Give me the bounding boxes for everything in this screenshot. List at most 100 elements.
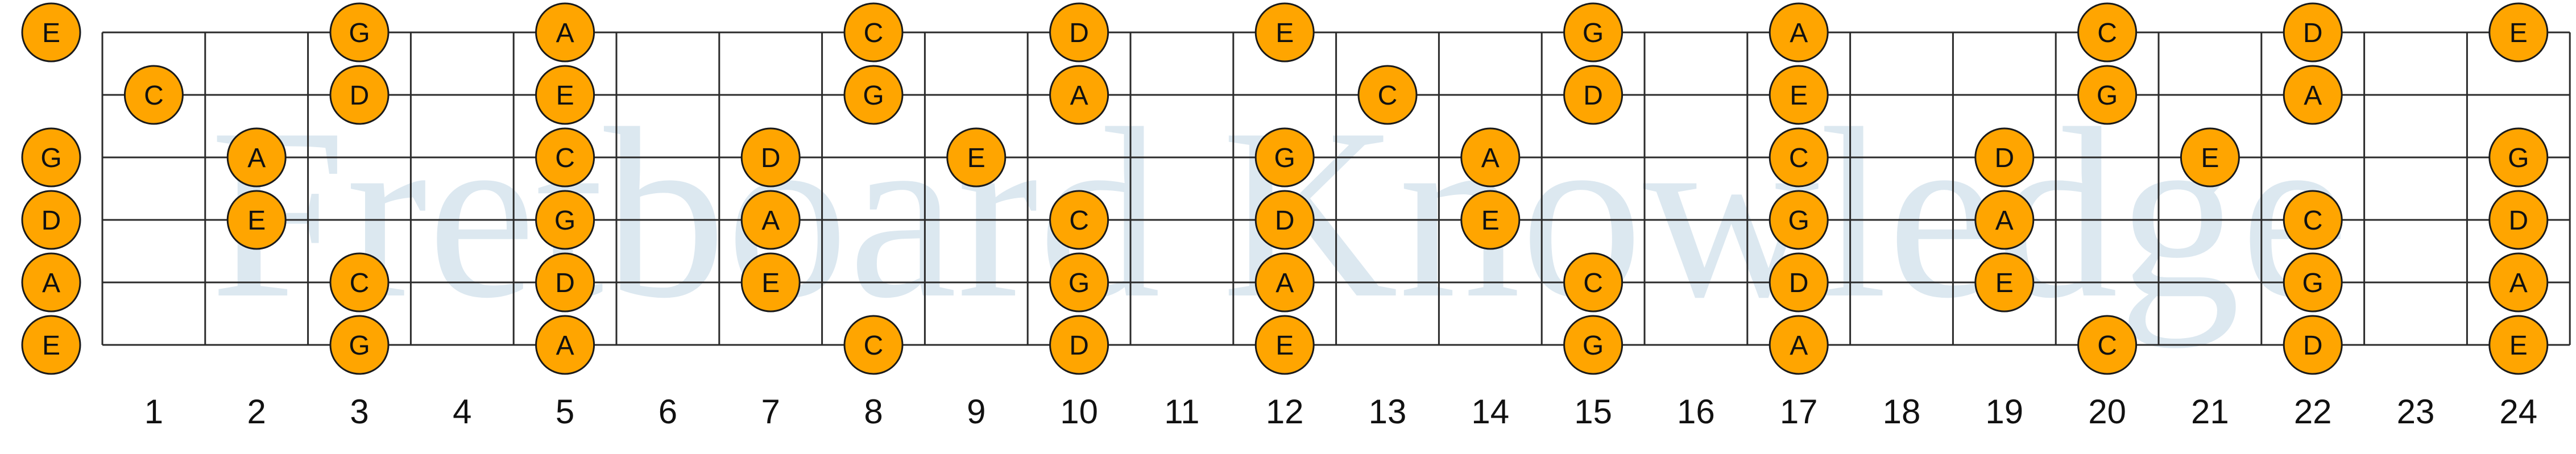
note-label: C <box>2097 18 2117 48</box>
note-label: D <box>1789 268 1809 298</box>
fret-number-label: 15 <box>1574 393 1612 431</box>
note-circle <box>2077 2 2138 63</box>
note-label: A <box>1481 143 1500 173</box>
note-marker: D <box>2488 190 2549 250</box>
note-label: G <box>349 331 370 361</box>
note-label: A <box>556 331 574 361</box>
note-marker: G <box>2488 127 2549 188</box>
note-circle <box>1769 315 1829 375</box>
fretboard-grid <box>101 31 2571 346</box>
note-circle <box>1049 252 1109 313</box>
note-marker: G <box>21 127 81 188</box>
note-label: C <box>1583 268 1603 298</box>
note-circle <box>329 65 390 125</box>
note-label: D <box>1583 81 1603 111</box>
note-label: D <box>2508 206 2528 236</box>
note-marker: A <box>1769 2 1829 63</box>
note-marker: G <box>2077 65 2138 125</box>
fret-number-label: 3 <box>350 393 368 431</box>
note-circle <box>329 2 390 63</box>
note-label: C <box>864 18 884 48</box>
note-circle <box>2488 252 2549 313</box>
note-label: A <box>42 268 60 298</box>
note-circle <box>740 190 801 250</box>
note-marker: C <box>1769 127 1829 188</box>
fret-number-label: 8 <box>864 393 883 431</box>
note-marker: G <box>535 190 595 250</box>
note-label: D <box>1275 206 1295 236</box>
note-label: G <box>1274 143 1295 173</box>
note-marker: A <box>1254 252 1315 313</box>
note-marker: C <box>2077 2 2138 63</box>
note-circle <box>535 65 595 125</box>
note-circle <box>2488 127 2549 188</box>
note-circle <box>843 2 904 63</box>
note-circle <box>535 252 595 313</box>
note-marker: G <box>1563 2 1624 63</box>
note-label: E <box>1995 268 2014 298</box>
note-circle <box>1974 252 2035 313</box>
note-label: C <box>144 81 164 111</box>
note-marker: G <box>1254 127 1315 188</box>
note-label: G <box>2302 268 2324 298</box>
note-marker: E <box>21 2 81 63</box>
note-circle <box>21 315 81 375</box>
note-circle <box>1769 65 1829 125</box>
note-circle <box>2180 127 2240 188</box>
note-marker: E <box>1974 252 2035 313</box>
note-circle <box>1460 190 1521 250</box>
note-label: G <box>1068 268 1090 298</box>
note-marker: G <box>329 2 390 63</box>
note-circle <box>1254 252 1315 313</box>
note-marker: C <box>843 2 904 63</box>
note-marker: C <box>329 252 390 313</box>
fret-number-label: 6 <box>659 393 677 431</box>
fret-number-label: 13 <box>1369 393 1407 431</box>
note-circle <box>740 127 801 188</box>
note-circle <box>1460 127 1521 188</box>
note-circle <box>2283 2 2343 63</box>
fret-number-label: 21 <box>2191 393 2229 431</box>
note-marker: C <box>1049 190 1109 250</box>
note-label: D <box>761 143 781 173</box>
note-circle <box>2283 190 2343 250</box>
fret-number-label: 1 <box>144 393 163 431</box>
fret-number-label: 20 <box>2088 393 2126 431</box>
fret-number-label: 24 <box>2499 393 2537 431</box>
note-label: G <box>40 143 61 173</box>
note-circle <box>1974 127 2035 188</box>
note-label: G <box>1583 331 1604 361</box>
note-circle <box>226 190 287 250</box>
note-label: G <box>554 206 575 236</box>
fret-number-label: 4 <box>453 393 471 431</box>
note-label: E <box>1790 81 1808 111</box>
note-label: E <box>556 81 574 111</box>
note-label: D <box>555 268 575 298</box>
note-circle <box>1254 127 1315 188</box>
note-marker: D <box>535 252 595 313</box>
note-label: D <box>350 81 370 111</box>
note-marker: G <box>1563 315 1624 375</box>
note-circle <box>2283 315 2343 375</box>
note-label: E <box>2509 18 2528 48</box>
fret-number-label: 18 <box>1883 393 1921 431</box>
note-marker: A <box>2488 252 2549 313</box>
note-label: A <box>556 18 574 48</box>
note-circle <box>1049 315 1109 375</box>
note-marker: C <box>843 315 904 375</box>
fret-number-label: 2 <box>247 393 266 431</box>
note-marker: E <box>21 315 81 375</box>
note-label: E <box>2201 143 2219 173</box>
note-marker: E <box>2488 315 2549 375</box>
note-label: D <box>2303 18 2323 48</box>
note-circle <box>535 315 595 375</box>
note-label: A <box>2509 268 2528 298</box>
note-circle <box>329 252 390 313</box>
note-circle <box>843 65 904 125</box>
note-marker: E <box>740 252 801 313</box>
note-circle <box>2488 315 2549 375</box>
note-label: G <box>349 18 370 48</box>
note-marker: G <box>1049 252 1109 313</box>
note-marker: D <box>1974 127 2035 188</box>
